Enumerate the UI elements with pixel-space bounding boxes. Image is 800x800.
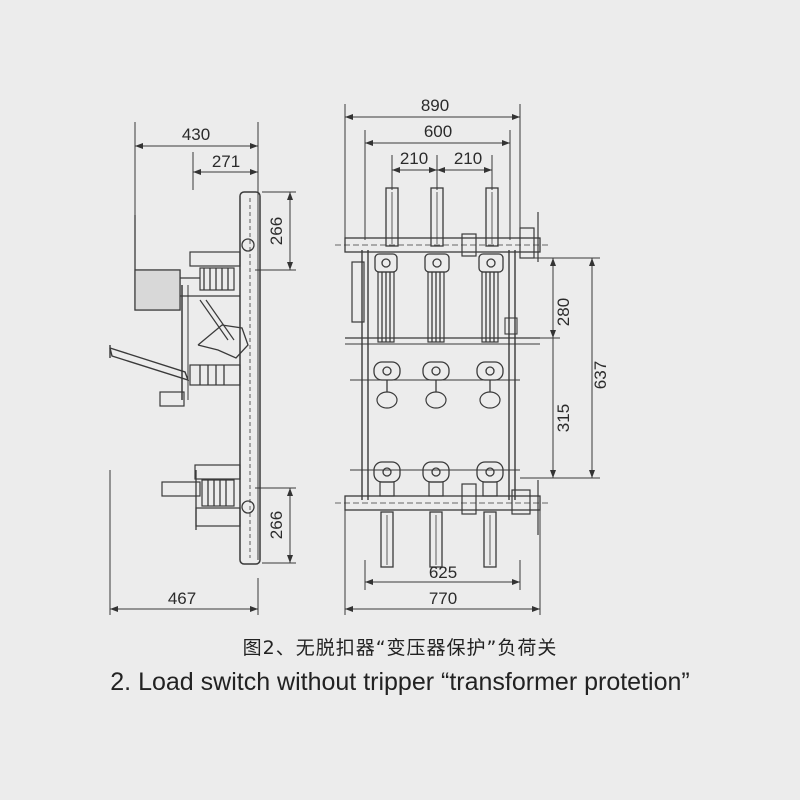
- dim-625: 625: [429, 563, 457, 582]
- dim-890: 890: [421, 96, 449, 115]
- dim-271: 271: [212, 152, 240, 171]
- front-view: [335, 104, 600, 615]
- dim-266-lower: 266: [267, 511, 286, 539]
- dim-210-right: 210: [454, 149, 482, 168]
- pole-2: [422, 187, 450, 568]
- caption-chinese: 图2、无脱扣器“变压器保护”负荷关: [242, 637, 558, 659]
- dim-770: 770: [429, 589, 457, 608]
- dim-600: 600: [424, 122, 452, 141]
- pole-1: [373, 187, 401, 568]
- dim-430: 430: [182, 125, 210, 144]
- dim-315: 315: [554, 404, 573, 432]
- caption-english: 2. Load switch without tripper “transfor…: [110, 668, 690, 696]
- dim-637: 637: [591, 361, 610, 389]
- dim-467: 467: [168, 589, 196, 608]
- dim-210-left: 210: [400, 149, 428, 168]
- side-view: [109, 122, 296, 615]
- dim-280: 280: [554, 298, 573, 326]
- dim-266-upper: 266: [267, 217, 286, 245]
- pole-3: [476, 187, 504, 568]
